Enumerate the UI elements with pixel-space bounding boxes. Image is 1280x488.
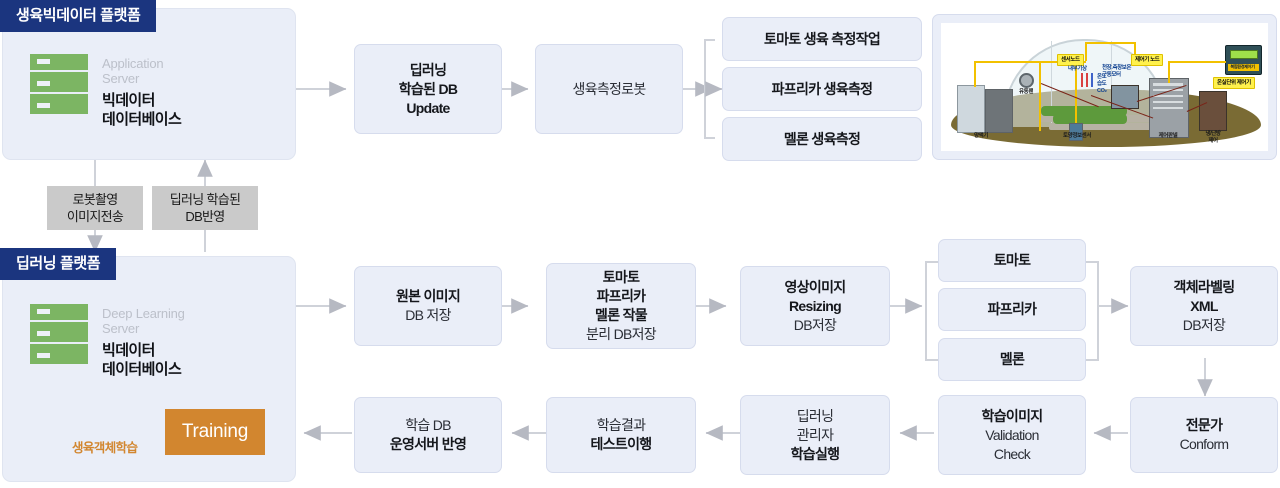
- node-line: Update: [406, 99, 450, 116]
- node-line: 생육측정로봇: [572, 80, 646, 97]
- node-line: 토마토: [602, 269, 640, 285]
- node-line: DB저장: [793, 316, 837, 333]
- node-deep-learning-manager-train-run[interactable]: 딥러닝 관리자 학습실행: [740, 395, 890, 475]
- server-icon: [30, 54, 88, 114]
- node-line: 영상이미지: [784, 278, 847, 295]
- nutrient-supply-machine: [957, 85, 985, 133]
- node-tomato-growth-measure-task[interactable]: 토마토 생육 측정작업: [722, 17, 922, 61]
- circulation-fan-icon: [1019, 73, 1034, 88]
- server-block-deep-learning: Deep Learning Server 빅데이터 데이터베이스: [30, 304, 185, 379]
- wire: [974, 61, 1086, 63]
- node-line: 학습 DB: [405, 417, 451, 433]
- wire: [1075, 61, 1077, 123]
- label-control-panel: 제어판넬: [1158, 133, 1178, 139]
- node-line: DB 저장: [405, 307, 451, 323]
- training-loop-label: 생육객체학습: [72, 441, 138, 455]
- node-object-labeling-xml-db-save[interactable]: 객체라벨링 XML DB저장: [1130, 266, 1278, 346]
- node-line: 딥러닝: [409, 61, 447, 78]
- wire: [974, 61, 976, 87]
- greenhouse-illustration-panel: 복합환경제어기 센서노드 제어기 노드 온실단위 제어기: [932, 14, 1277, 160]
- wire: [1134, 42, 1136, 61]
- node-line: 분리 DB저장: [586, 326, 657, 342]
- tag-controller-node: 제어기 노드: [1131, 54, 1164, 66]
- node-training-image-validation-check[interactable]: 학습이미지 Validation Check: [938, 395, 1086, 475]
- wire: [1039, 61, 1041, 131]
- node-deep-learning-db-update[interactable]: 딥러닝 학습된 DB Update: [354, 44, 502, 134]
- tag-greenhouse-unit-controller: 온실단위 제어기: [1213, 77, 1255, 89]
- platform-title-deep-learning: 딥러닝 플랫폼: [0, 248, 117, 280]
- node-line: DB저장: [1182, 316, 1226, 333]
- node-original-image-db-save[interactable]: 원본 이미지 DB 저장: [354, 266, 502, 346]
- server-role-label: Application Server: [102, 56, 164, 86]
- tag-robot-capture: 로봇촬영 이미지전송: [47, 186, 143, 230]
- node-line: 멜론 생육측정: [783, 130, 861, 147]
- wire: [1168, 61, 1226, 63]
- node-image-resizing-db-save[interactable]: 영상이미지 Resizing DB저장: [740, 266, 890, 346]
- node-line: 파프리카: [987, 301, 1037, 317]
- node-line: 학습이미지: [981, 407, 1044, 424]
- node-melon-growth-measure[interactable]: 멜론 생육측정: [722, 117, 922, 161]
- greenhouse-controller-device: [1225, 45, 1262, 75]
- node-crop-split-db-save[interactable]: 토마토 파프리카 멜론 작물 분리 DB저장: [546, 263, 696, 349]
- node-crop-melon[interactable]: 멜론: [938, 338, 1086, 381]
- label-nutrient-supply: 양액기: [974, 133, 988, 139]
- node-line: 딥러닝: [796, 407, 834, 424]
- server-block-application: Application Server 빅데이터 데이터베이스: [30, 54, 182, 129]
- node-line: 학습결과: [596, 417, 646, 433]
- server-icon: [30, 304, 88, 364]
- server-name-label: 빅데이터 데이터베이스: [102, 92, 182, 128]
- server-name-label: 빅데이터 데이터베이스: [102, 342, 182, 378]
- node-crop-paprika[interactable]: 파프리카: [938, 288, 1086, 331]
- node-training-result-test-run[interactable]: 학습결과 테스트이행: [546, 397, 696, 473]
- node-line: 운영서버 반영: [389, 436, 467, 452]
- node-line: 학습된 DB: [398, 80, 458, 97]
- node-line: XML: [1190, 297, 1218, 314]
- node-line: 객체라벨링: [1173, 278, 1236, 295]
- node-paprika-growth-measure[interactable]: 파프리카 생육측정: [722, 67, 922, 111]
- label-internal-weather: 내부기상: [1068, 66, 1087, 72]
- label-sensor-values: 온도 습도 CO₂: [1097, 74, 1107, 94]
- node-line: 파프리카 생육측정: [771, 80, 873, 97]
- soil-sensor-device: [1069, 123, 1083, 141]
- node-line: 파프리카: [596, 288, 646, 304]
- node-line: 학습실행: [790, 445, 840, 462]
- wire: [1168, 61, 1170, 83]
- hvac-photo: [1199, 91, 1227, 131]
- nutrient-rack: [985, 89, 1013, 133]
- label-roof-sideblind-motor: 천장.측창보온 구동모터: [1102, 65, 1132, 78]
- node-expert-conform[interactable]: 전문가 Conform: [1130, 397, 1278, 473]
- node-training-db-apply-to-ops-server[interactable]: 학습 DB 운영서버 반영: [354, 397, 502, 473]
- training-box[interactable]: Training: [165, 409, 265, 455]
- node-line: 토마토 생육 측정작업: [764, 30, 881, 47]
- label-hvac-control: 냉/난방 제어: [1205, 131, 1221, 144]
- label-soil-info-sensor: 토양정보센서: [1063, 133, 1091, 139]
- node-crop-tomato[interactable]: 토마토: [938, 239, 1086, 282]
- node-line: 토마토: [993, 252, 1031, 268]
- node-line: 전문가: [1185, 417, 1223, 433]
- label-circulation-fan: 유동팬: [1019, 89, 1033, 95]
- crop-row: [1053, 114, 1127, 124]
- node-line: 멜론 작물: [595, 307, 648, 323]
- node-line: Conform: [1179, 436, 1229, 452]
- node-line: Check: [993, 445, 1031, 462]
- crop-bed: [1049, 123, 1169, 130]
- node-growth-measurement-robot[interactable]: 생육측정로봇: [535, 44, 683, 134]
- wire: [1085, 42, 1087, 61]
- crop-row: [1041, 106, 1127, 116]
- node-line: 관리자: [796, 426, 834, 443]
- server-role-label: Deep Learning Server: [102, 306, 185, 336]
- tag-sensor-node: 센서노드: [1057, 54, 1084, 66]
- device-screen-label: 복합환경제어기: [1230, 64, 1255, 69]
- tag-trained-db-apply: 딥러닝 학습된 DB반영: [152, 186, 258, 230]
- node-line: Validation: [985, 426, 1039, 443]
- platform-title-growth-bigdata: 생육빅데이터 플랫폼: [0, 0, 157, 32]
- node-line: 멜론: [999, 351, 1025, 367]
- wire: [1085, 42, 1135, 44]
- greenhouse-illustration: 복합환경제어기 센서노드 제어기 노드 온실단위 제어기: [941, 23, 1268, 151]
- node-line: 원본 이미지: [395, 288, 461, 304]
- node-line: Resizing: [789, 297, 842, 314]
- node-line: 테스트이행: [590, 436, 653, 452]
